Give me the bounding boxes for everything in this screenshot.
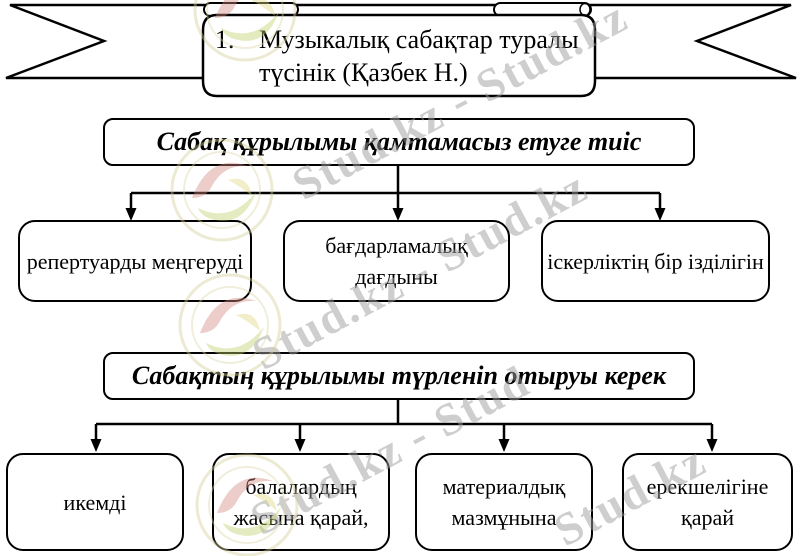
section1-item-label: іскерліктің бір ізділігін <box>547 248 764 274</box>
title-line-1: Музыкалық сабақтар туралы <box>259 25 579 54</box>
section2-item-box: икемді <box>6 453 184 551</box>
section1-header-box: Сабақ құрылымы қамтамасыз етуге тиіс <box>103 118 695 166</box>
section1-item-box: репертуарды меңгеруді <box>18 220 252 302</box>
section2-header-label: Сабақтың құрылымы түрленіп отыруы керек <box>131 361 667 390</box>
arrowhead-icon <box>294 439 306 452</box>
section1-item-box: іскерліктің бір ізділігін <box>541 220 770 302</box>
section1-header-label: Сабақ құрылымы қамтамасыз етуге тиіс <box>156 127 642 156</box>
arrowhead-icon <box>498 439 510 452</box>
section2-header-box: Сабақтың құрылымы түрленіп отыруы керек <box>103 352 695 400</box>
section2-item-box: балалардың жасына қарай, <box>212 453 390 551</box>
connector-lines-section1 <box>129 165 662 209</box>
page-title: Музыкалық сабақтар туралы түсінік (Қазбе… <box>259 23 595 89</box>
scroll-plate-shape <box>201 13 597 98</box>
arrowhead-icon <box>706 439 718 452</box>
arrowhead-icon <box>392 208 404 221</box>
section1-item-label: бағдарламалық дағдыны <box>325 233 468 289</box>
title-line-2: түсінік (Қазбек Н.) <box>259 58 468 87</box>
arrowhead-icon <box>90 439 102 452</box>
section2-item-label: материалдық мазмұнына <box>442 474 566 530</box>
section2-item-label: ерекшелігіне қарай <box>646 474 769 530</box>
section2-item-box: материалдық мазмұнына <box>415 453 593 551</box>
section2-item-label: икемді <box>63 489 127 515</box>
title-banner: 1. Музыкалық сабақтар туралы түсінік (Қа… <box>203 23 595 93</box>
arrowhead-icon <box>125 208 137 221</box>
section1-item-box: бағдарламалық дағдыны <box>283 220 510 302</box>
connector-lines-section2 <box>94 400 714 440</box>
section1-item-label: репертуарды меңгеруді <box>26 248 244 274</box>
title-number: 1. <box>215 25 235 54</box>
arrowhead-icon <box>654 208 666 221</box>
section2-item-label: балалардың жасына қарай, <box>233 474 369 530</box>
section2-item-box: ерекшелігіне қарай <box>622 453 793 551</box>
